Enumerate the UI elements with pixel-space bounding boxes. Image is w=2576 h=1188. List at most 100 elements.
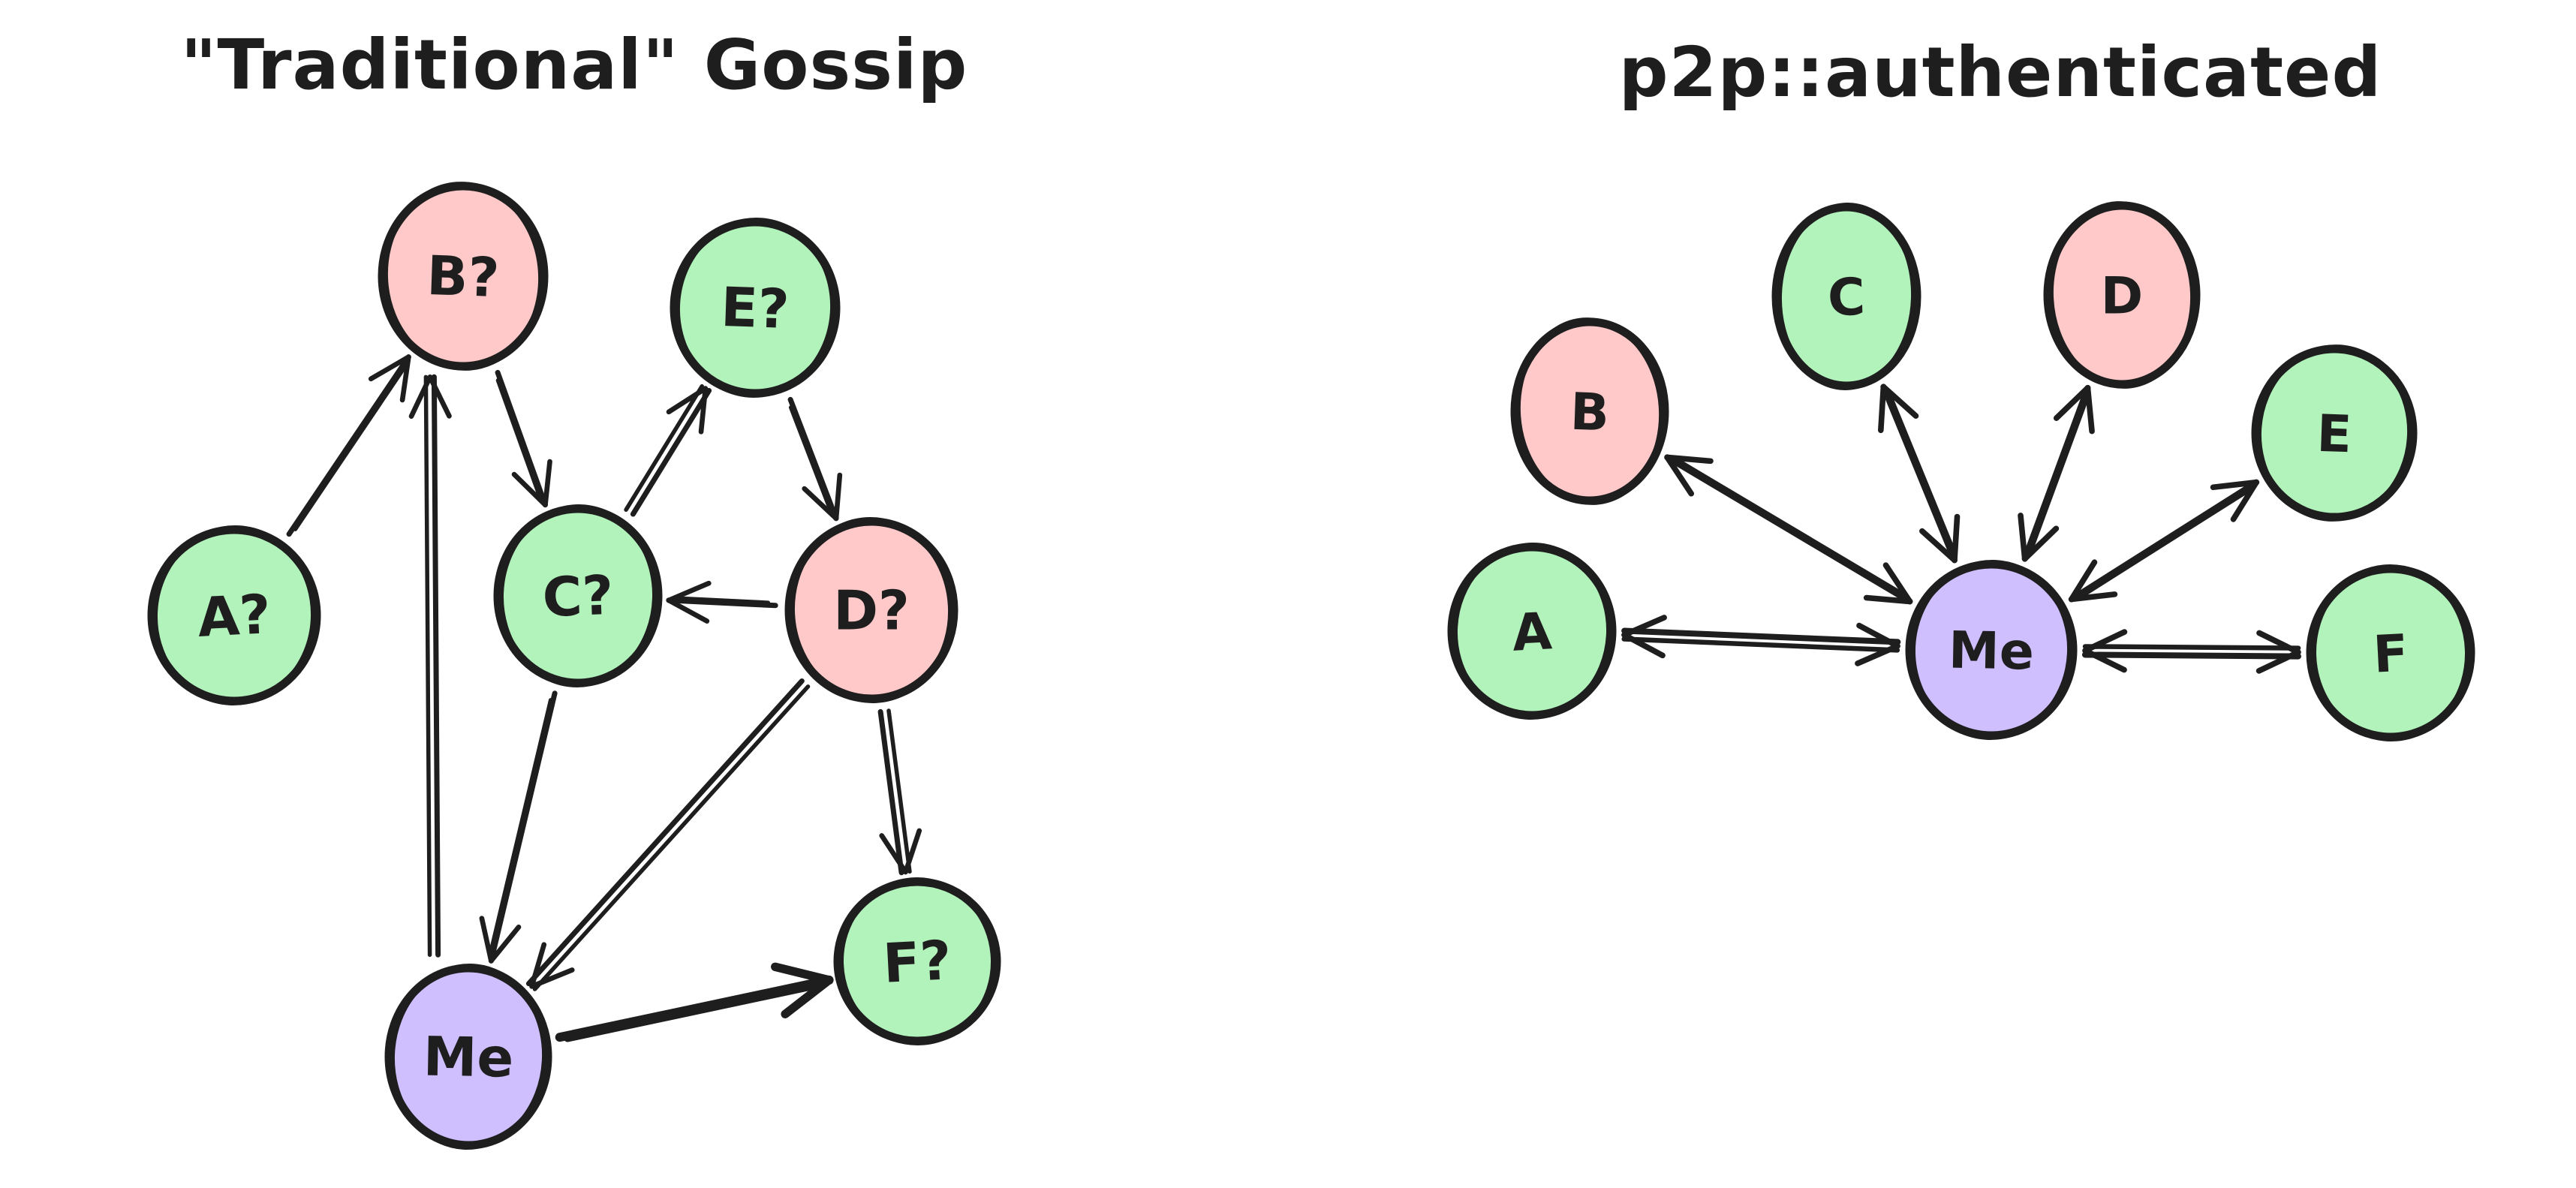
arrowhead xyxy=(2018,513,2060,562)
node-label-F: F? xyxy=(881,928,952,995)
node-ellipse-sketch xyxy=(2256,344,2412,522)
arrow-shaft xyxy=(2081,651,2301,660)
edge-E-D xyxy=(787,396,843,522)
edge-C-E xyxy=(624,383,712,517)
left-diagram-title: "Traditional" Gossip xyxy=(181,25,968,105)
right-diagram-title: p2p::authenticated xyxy=(1619,32,2382,113)
edge-A-B xyxy=(286,354,411,537)
node-Me: Me xyxy=(384,964,552,1150)
node-A: A? xyxy=(147,525,321,705)
arrowhead xyxy=(1621,615,1667,659)
edge-D-C xyxy=(666,580,778,624)
node-ellipse-sketch xyxy=(1515,317,1664,505)
arrowhead xyxy=(2082,629,2128,673)
arrow-shaft xyxy=(495,369,548,508)
arrow-shaft xyxy=(1885,390,1957,555)
edge-Me-E xyxy=(2068,479,2260,603)
node-F: F? xyxy=(833,877,1001,1045)
arrow-shaft xyxy=(532,684,811,991)
node-ellipse-sketch xyxy=(390,964,547,1150)
node-A: A xyxy=(1447,543,1617,720)
node-ellipse-sketch xyxy=(2311,564,2470,741)
arrow-shaft xyxy=(431,374,441,958)
arrowhead xyxy=(771,962,834,1018)
node-ellipse-sketch xyxy=(838,877,996,1045)
edge-D-Me xyxy=(525,678,811,991)
arrowhead xyxy=(479,916,522,964)
arrow-shaft xyxy=(1621,627,1901,645)
arrow-shaft xyxy=(624,383,704,512)
node-ellipse-sketch xyxy=(383,182,543,371)
arrow-shaft xyxy=(286,354,411,537)
arrow-shaft xyxy=(293,362,409,531)
node-ellipse-sketch xyxy=(2048,201,2195,389)
arrow-shaft xyxy=(525,678,805,987)
arrowhead xyxy=(1664,454,1714,497)
arrow-shaft xyxy=(886,708,912,874)
edge-Me-B xyxy=(408,374,452,958)
arrow-shaft xyxy=(666,597,778,609)
arrowhead xyxy=(408,374,452,420)
node-label-E: E? xyxy=(720,275,790,341)
edge-Me-B xyxy=(1664,454,1913,605)
node-C: C xyxy=(1771,203,1921,390)
node-E: E? xyxy=(670,218,841,398)
arrowhead xyxy=(2210,479,2259,522)
arrowhead xyxy=(2069,559,2118,603)
node-label-Me: Me xyxy=(423,1024,514,1089)
left-diagram: A? B? C? D? E? F? Me xyxy=(147,182,1001,1150)
edge-Me-C xyxy=(1878,383,1961,564)
node-D: D xyxy=(2043,201,2201,389)
arrow-shaft xyxy=(2076,486,2254,600)
arrowhead xyxy=(802,472,843,522)
arrowhead xyxy=(2053,385,2095,435)
node-B: B xyxy=(1510,317,1669,505)
node-label-F: F xyxy=(2372,624,2410,684)
edge-Me-A xyxy=(1621,615,1901,666)
arrowhead xyxy=(511,459,552,508)
node-ellipse-sketch xyxy=(1910,560,2072,740)
arrow-shaft xyxy=(674,596,771,605)
node-label-E: E xyxy=(2316,405,2352,465)
arrow-shaft xyxy=(1672,456,1907,598)
arrowhead xyxy=(2256,630,2301,674)
edge-Me-D xyxy=(2018,384,2095,562)
arrow-shaft xyxy=(423,374,432,958)
node-label-A: A xyxy=(1511,602,1554,663)
node-F: F xyxy=(2306,564,2475,741)
node-ellipse-sketch xyxy=(1452,543,1612,720)
edge-C-Me xyxy=(479,690,558,964)
arrow-shaft xyxy=(877,708,904,876)
node-B: B? xyxy=(378,182,549,371)
node-label-B: B? xyxy=(426,244,501,309)
arrowhead xyxy=(1878,383,1919,434)
arrowhead xyxy=(1855,622,1900,666)
arrow-shaft xyxy=(630,387,712,517)
arrowhead xyxy=(666,386,709,435)
edge-Me-F xyxy=(555,962,834,1042)
node-label-C: C xyxy=(1827,268,1867,329)
node-ellipse-sketch xyxy=(152,525,316,705)
node-C: C? xyxy=(493,504,663,687)
edge-Me-F xyxy=(2081,629,2301,674)
arrow-shaft xyxy=(2027,393,2090,555)
node-label-B: B xyxy=(1569,383,1611,444)
edge-B-C xyxy=(495,369,552,508)
arrow-shaft xyxy=(495,378,543,501)
node-ellipse-sketch xyxy=(1777,203,1916,390)
node-Me: Me xyxy=(1905,560,2078,740)
arrow-shaft xyxy=(787,396,839,522)
arrow-shaft xyxy=(488,690,558,964)
node-ellipse-sketch xyxy=(675,218,835,398)
arrow-shaft xyxy=(563,979,826,1042)
arrowhead xyxy=(879,828,922,875)
node-ellipse-sketch xyxy=(790,517,953,703)
arrow-shaft xyxy=(488,698,553,955)
node-label-D: D? xyxy=(833,579,910,642)
node-label-C: C? xyxy=(541,564,614,629)
arrowhead xyxy=(666,580,712,624)
node-D: D? xyxy=(784,517,958,703)
arrow-shaft xyxy=(788,405,834,515)
arrowhead xyxy=(529,942,575,989)
